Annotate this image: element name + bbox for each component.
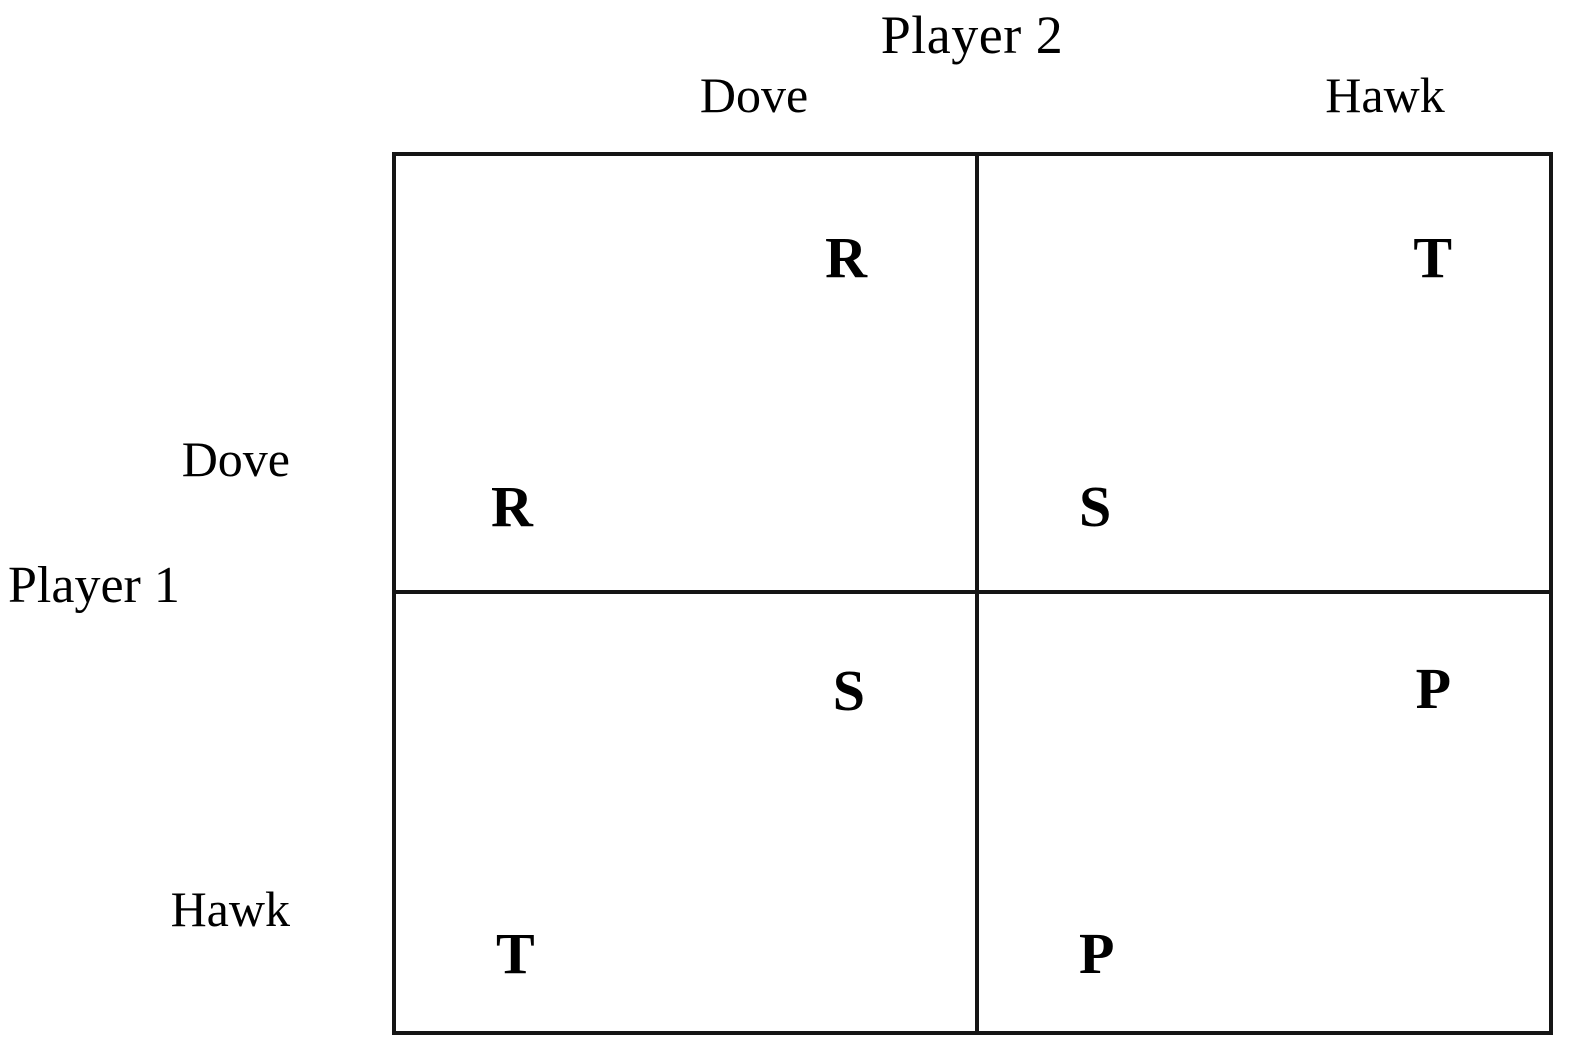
payoff-player2: P <box>1415 656 1451 721</box>
column-header-dove: Dove <box>699 67 809 123</box>
column-header-hawk: Hawk <box>1325 67 1445 123</box>
cell-hawk-dove: S T <box>396 594 979 1031</box>
player1-group-label: Player 1 <box>8 557 180 614</box>
cell-hawk-hawk: P P <box>979 594 1549 1031</box>
player2-group-label: Player 2 <box>880 5 1064 65</box>
payoff-player2: R <box>825 225 867 290</box>
payoff-player2: T <box>1413 225 1452 290</box>
row-header-hawk: Hawk <box>170 881 290 937</box>
payoff-player1: T <box>496 921 535 986</box>
payoff-player2: S <box>832 658 865 723</box>
payoff-player1: P <box>1079 921 1115 986</box>
payoff-matrix-grid: R R T S S T P P <box>392 152 1553 1035</box>
payoff-player1: S <box>1079 474 1112 539</box>
row-header-dove: Dove <box>181 431 290 487</box>
payoff-player1: R <box>491 474 533 539</box>
cell-dove-dove: R R <box>396 156 979 594</box>
cell-dove-hawk: T S <box>979 156 1549 594</box>
